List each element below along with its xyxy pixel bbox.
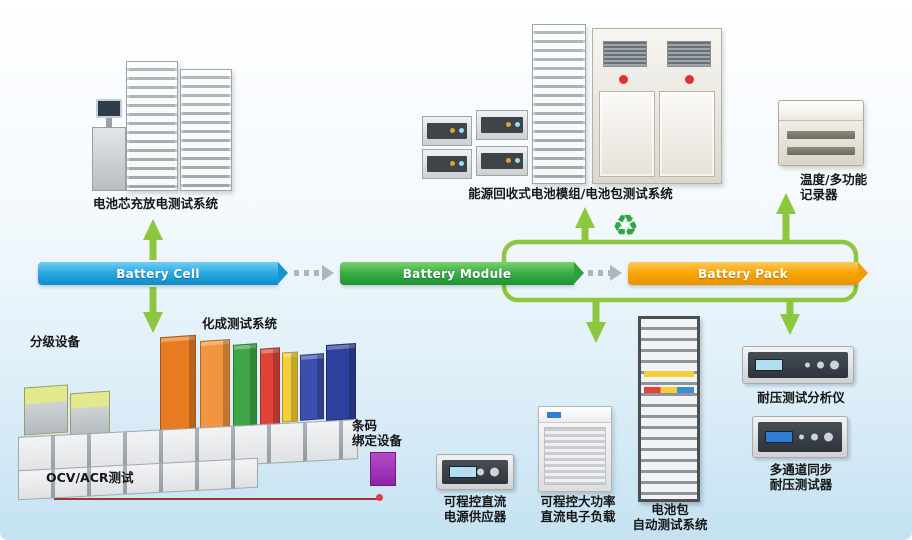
instrument-panel bbox=[758, 422, 842, 452]
rack-indicator-row bbox=[644, 387, 694, 393]
production-line-illustration bbox=[18, 328, 423, 508]
label-pack-auto-test: 电池包 自动测试系统 bbox=[632, 502, 708, 532]
emergency-stop-button bbox=[685, 75, 694, 84]
recorder-slot bbox=[787, 147, 855, 155]
label-dc-source: 可程控直流 电源供应器 bbox=[443, 494, 507, 524]
recorder-body bbox=[778, 100, 864, 166]
cabinet-door bbox=[599, 91, 655, 177]
formation-tower bbox=[326, 342, 356, 422]
dotted-arrow-module-to-pack bbox=[588, 265, 622, 281]
recycle-icon: ♻ bbox=[612, 209, 639, 244]
label-multi-hipot: 多通道同步 耐压测试器 bbox=[769, 462, 833, 492]
instrument-knobs bbox=[824, 432, 833, 442]
instrument-unit bbox=[476, 146, 528, 176]
module-pack-test-system-illustration bbox=[420, 18, 725, 186]
dc-load-illustration bbox=[538, 406, 612, 492]
temperature-recorder-illustration bbox=[778, 100, 864, 166]
load-cabinet bbox=[538, 406, 612, 492]
flow-banner-label: Battery Cell bbox=[116, 266, 200, 281]
arrow-down-module bbox=[586, 300, 606, 343]
formation-tower bbox=[260, 347, 280, 426]
load-vent-mesh bbox=[544, 427, 606, 485]
formation-tower bbox=[233, 343, 257, 429]
flow-banner-battery-pack: Battery Pack bbox=[628, 262, 868, 285]
monitor-icon bbox=[96, 99, 122, 118]
instrument-display bbox=[449, 466, 477, 478]
arrow-down-cell bbox=[143, 287, 163, 333]
formation-tower bbox=[160, 334, 196, 438]
hipot-analyzer-illustration bbox=[742, 346, 854, 384]
auto-test-rack bbox=[638, 316, 700, 502]
instrument-unit bbox=[422, 149, 472, 179]
label-cell-test-system: 电池芯充放电测试系统 bbox=[92, 196, 218, 211]
instrument-stack bbox=[422, 116, 472, 182]
tall-test-rack bbox=[532, 24, 586, 184]
transfer-rail bbox=[54, 498, 378, 500]
instrument-panel bbox=[442, 460, 508, 484]
label-hipot-analyzer: 耐压测试分析仪 bbox=[757, 390, 845, 405]
label-dc-load: 可程控大功率 直流电子负载 bbox=[540, 494, 616, 524]
dc-source-illustration bbox=[436, 454, 514, 490]
recorder-slot bbox=[787, 131, 855, 139]
pack-test-cabinet bbox=[592, 28, 722, 184]
label-recorder: 温度/多功能 记录器 bbox=[800, 172, 868, 202]
monitor-stand bbox=[106, 118, 112, 127]
instrument-unit bbox=[476, 110, 528, 140]
label-module-pack-test-system: 能源回收式电池模组/电池包测试系统 bbox=[468, 186, 673, 201]
instrument-knobs bbox=[830, 360, 839, 370]
formation-tower bbox=[300, 353, 324, 421]
rail-end-marker bbox=[376, 494, 383, 501]
instrument-display bbox=[765, 431, 793, 443]
instrument-knobs bbox=[490, 467, 499, 477]
test-rack bbox=[126, 61, 178, 191]
instrument-panel bbox=[748, 352, 848, 378]
flow-banner-battery-module: Battery Module bbox=[340, 262, 584, 285]
vent-grille bbox=[667, 41, 711, 67]
arrow-up-module bbox=[575, 207, 595, 242]
flow-banner-label: Battery Pack bbox=[697, 266, 789, 281]
multi-hipot-tester-illustration bbox=[752, 416, 848, 458]
pack-auto-test-rack-illustration bbox=[638, 316, 700, 502]
label-grading-equipment: 分级设备 bbox=[30, 334, 81, 349]
flow-banner-battery-cell: Battery Cell bbox=[38, 262, 288, 285]
label-formation-test-system: 化成测试系统 bbox=[201, 316, 277, 331]
formation-tower bbox=[282, 351, 298, 423]
test-rack bbox=[180, 69, 232, 191]
flow-banner-label: Battery Module bbox=[402, 266, 512, 281]
instrument-display bbox=[755, 359, 783, 371]
arrow-down-pack bbox=[780, 300, 800, 335]
recorder-lid bbox=[779, 101, 863, 121]
dotted-arrow-cell-to-module bbox=[294, 265, 334, 281]
vent-grille bbox=[603, 41, 647, 67]
label-barcode-binder: 条码 绑定设备 bbox=[352, 418, 403, 448]
load-display-strip bbox=[539, 407, 611, 423]
workstation-desk bbox=[92, 127, 126, 191]
label-ocv-acr-test: OCV/ACR测试 bbox=[46, 470, 134, 485]
instrument-unit bbox=[422, 116, 472, 146]
instrument-stack bbox=[476, 110, 528, 182]
arrow-up-cell bbox=[143, 219, 163, 260]
barcode-binder-machine bbox=[370, 452, 396, 486]
cell-test-system-illustration bbox=[92, 55, 242, 195]
arrow-up-pack bbox=[776, 193, 796, 242]
rack-indicator-row bbox=[644, 371, 694, 377]
grading-machine bbox=[24, 384, 68, 436]
grading-machine bbox=[70, 390, 110, 438]
emergency-stop-button bbox=[619, 75, 628, 84]
formation-tower bbox=[200, 338, 230, 434]
cabinet-door bbox=[659, 91, 715, 177]
